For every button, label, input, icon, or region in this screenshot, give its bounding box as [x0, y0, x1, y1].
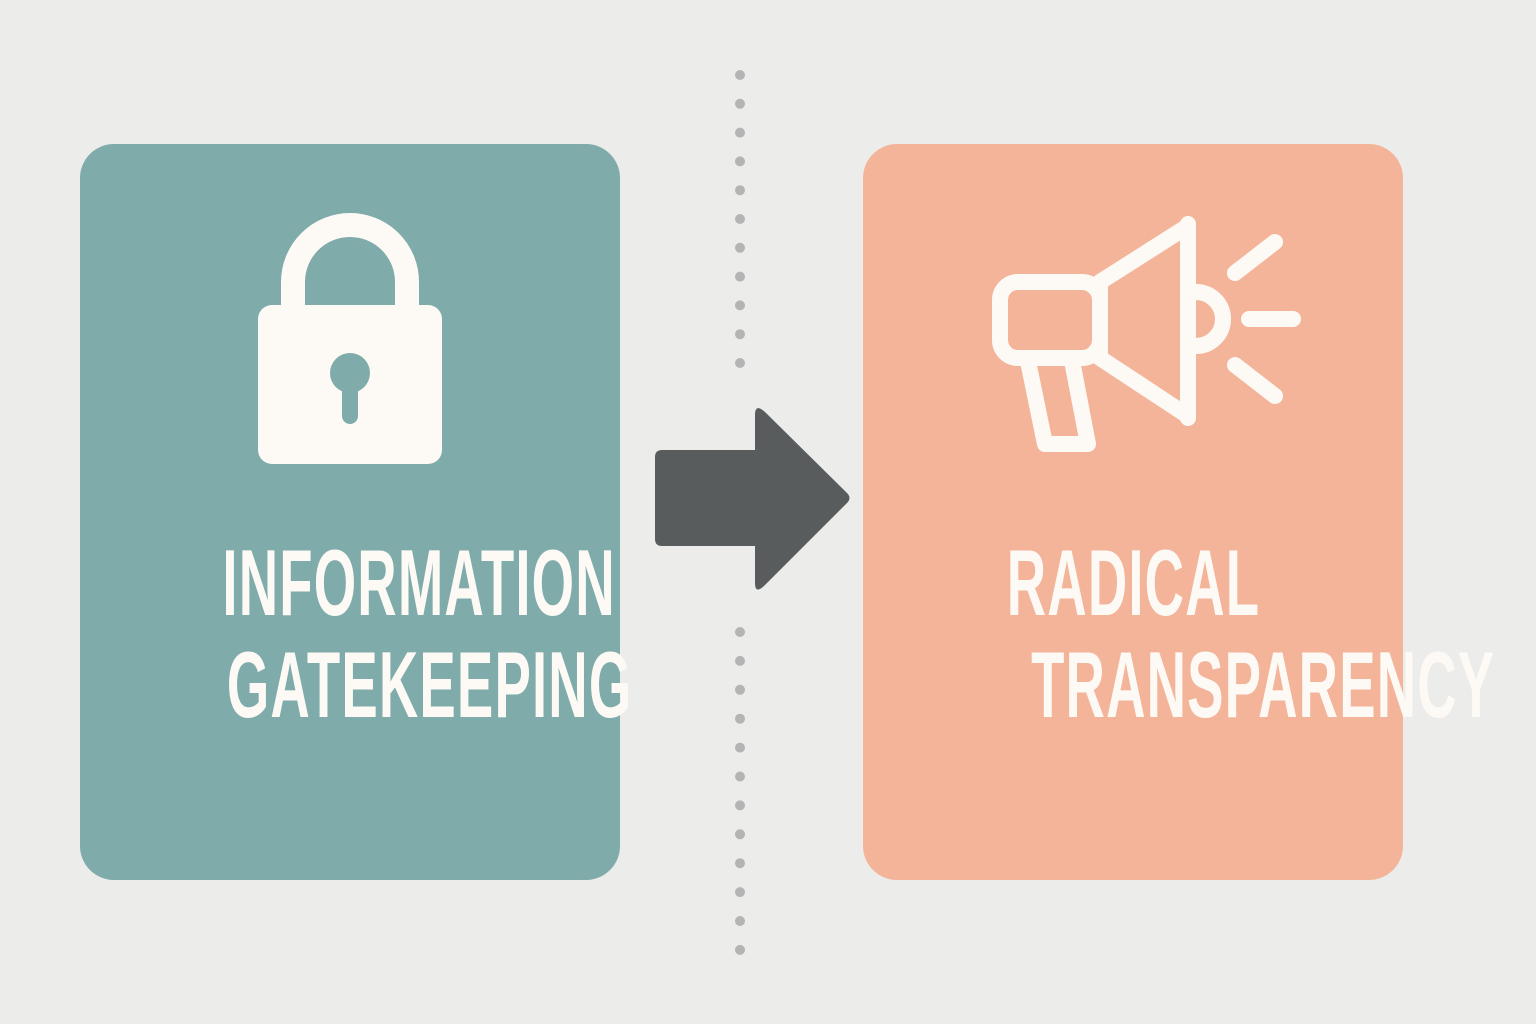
- divider-dot: [735, 684, 745, 695]
- divider-dot: [735, 358, 745, 368]
- divider-dot: [735, 185, 745, 196]
- divider-dot: [735, 242, 745, 253]
- divider-dot: [735, 156, 745, 167]
- left-title-line1: INFORMATION: [222, 530, 616, 635]
- divider-dot: [735, 800, 745, 811]
- divider-dot: [735, 127, 745, 138]
- divider-dot: [735, 771, 745, 782]
- divider-dot: [735, 655, 745, 666]
- radical-transparency-card: RADICAL TRANSPARENCY: [863, 144, 1496, 880]
- right-title-line2: TRANSPARENCY: [1031, 632, 1496, 737]
- divider-dot: [735, 214, 745, 224]
- divider-dot: [735, 858, 745, 869]
- divider-dot: [735, 887, 745, 898]
- megaphone-icon: [992, 216, 1301, 452]
- divider-dot: [735, 70, 745, 80]
- right-title-line1: RADICAL: [1006, 530, 1260, 635]
- divider-dot: [735, 829, 745, 840]
- divider-dot: [735, 742, 745, 753]
- divider-dot: [735, 271, 745, 282]
- divider-dot: [735, 916, 745, 926]
- divider-dot: [735, 627, 745, 637]
- divider-dot: [735, 98, 745, 109]
- divider-dot: [735, 713, 745, 724]
- divider-dot: [735, 300, 745, 311]
- divider-dot: [735, 329, 745, 340]
- lock-icon: [258, 213, 442, 464]
- information-gatekeeping-card: INFORMATION GATEKEEPING: [80, 144, 633, 880]
- left-title-line2: GATEKEEPING: [226, 632, 633, 737]
- divider-dot: [735, 944, 745, 955]
